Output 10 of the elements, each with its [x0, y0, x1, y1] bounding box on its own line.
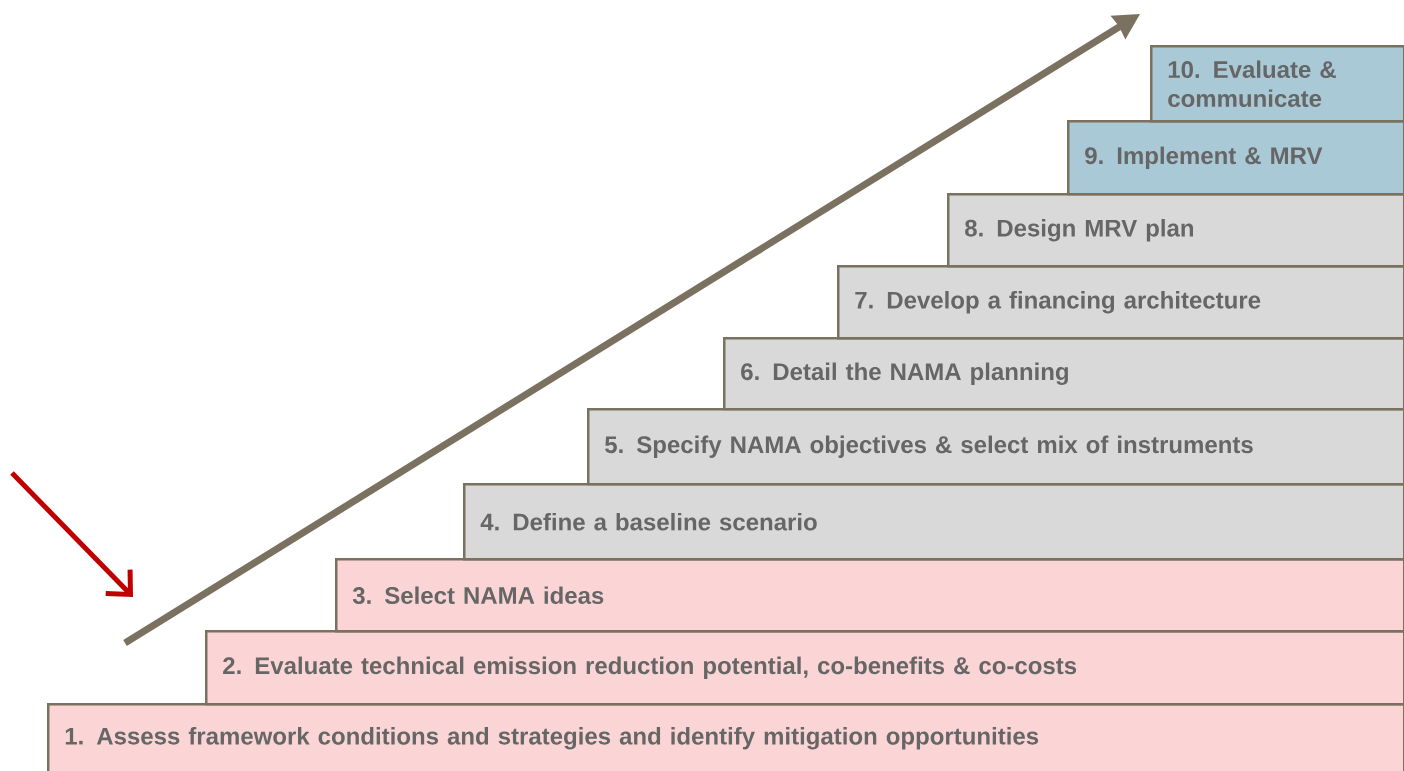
step-box: 5. Specify NAMA objectives & select mix of instruments	[587, 408, 1404, 486]
step-box: 6. Detail the NAMA planning	[723, 337, 1404, 411]
step-box: 10. Evaluate & communicate	[1150, 45, 1404, 123]
step-box: 1. Assess framework conditions and strategies and identify mitigation opportunities	[47, 703, 1404, 771]
step-box: 3. Select NAMA ideas	[335, 558, 1404, 633]
step-box: 9. Implement & MRV	[1067, 120, 1404, 196]
step-box: 7. Develop a financing architecture	[837, 265, 1404, 340]
step-box: 4. Define a baseline scenario	[463, 483, 1404, 561]
step-box: 8. Design MRV plan	[947, 193, 1404, 268]
step-box: 2. Evaluate technical emission reduction potential, co-benefits & co-costs	[205, 630, 1404, 706]
